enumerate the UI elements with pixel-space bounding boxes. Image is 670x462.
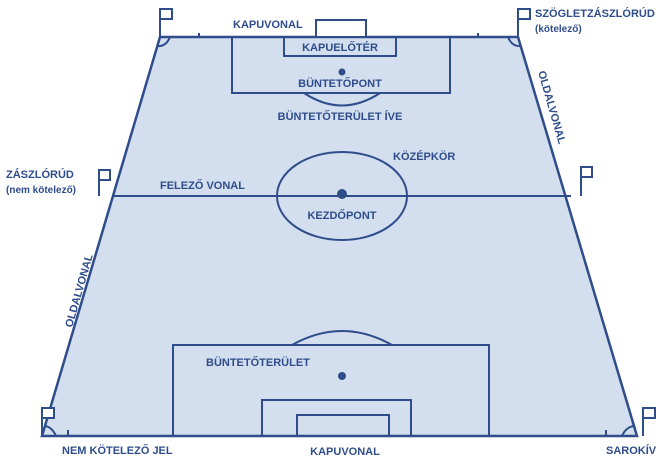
bottom-penalty-arc bbox=[291, 330, 393, 346]
label-buntetoterulet-ive: BÜNTETŐTERÜLET ÍVE bbox=[278, 110, 403, 123]
label-felezo-vonal: FELEZŐ VONAL bbox=[160, 179, 245, 192]
top-penalty-area bbox=[231, 37, 451, 94]
corner-flag-top-left-icon bbox=[159, 8, 173, 37]
label-zaszlorud: ZÁSZLÓRÚD bbox=[6, 168, 74, 181]
halfway-flag-right-icon bbox=[580, 166, 593, 196]
corner-flag-bottom-right-icon bbox=[642, 407, 656, 436]
top-goal-area bbox=[283, 37, 397, 57]
corner-arc-bottom-left bbox=[44, 425, 57, 437]
center-circle bbox=[276, 151, 408, 241]
label-kapuvonal-top: KAPUVONAL bbox=[233, 19, 303, 31]
center-spot bbox=[337, 189, 347, 199]
label-kapuvonal-bottom: KAPUVONAL bbox=[310, 446, 380, 458]
top-goal bbox=[315, 19, 367, 38]
top-penalty-arc bbox=[303, 92, 381, 107]
label-nem-kotelezo: (nem kötelező) bbox=[6, 185, 76, 196]
label-kozepkor: KÖZÉPKÖR bbox=[393, 150, 455, 163]
corner-flag-bottom-left-icon bbox=[41, 407, 55, 436]
corner-arc-bottom-right bbox=[621, 425, 635, 437]
label-buntetopont: BÜNTETŐPONT bbox=[298, 77, 382, 90]
bottom-goal-area bbox=[261, 399, 412, 436]
label-nem-kotelezo-jel: NEM KÖTELEZŐ JEL bbox=[62, 444, 173, 457]
top-penalty-spot bbox=[338, 68, 346, 76]
corner-arc-top-right bbox=[507, 36, 522, 48]
bottom-penalty-area bbox=[172, 344, 490, 436]
label-kapuelter: KAPUELŐTÉR bbox=[302, 41, 378, 54]
bottom-penalty-spot bbox=[338, 372, 346, 380]
corner-arc-top-left bbox=[156, 36, 171, 48]
label-kotelezo: (kötelező) bbox=[535, 24, 582, 35]
pitch-surface bbox=[40, 35, 639, 438]
halfway-flag-left-icon bbox=[98, 169, 111, 196]
bottom-goal bbox=[296, 414, 390, 437]
corner-flag-top-right-icon bbox=[517, 8, 531, 37]
label-szogletzaszlorud: SZÖGLETZÁSZLÓRÚD bbox=[535, 7, 655, 20]
label-kezdopont: KEZDŐPONT bbox=[307, 209, 376, 222]
label-buntetoterulet: BÜNTETŐTERÜLET bbox=[206, 356, 310, 369]
label-sarokiv: SAROKÍV bbox=[606, 444, 657, 457]
